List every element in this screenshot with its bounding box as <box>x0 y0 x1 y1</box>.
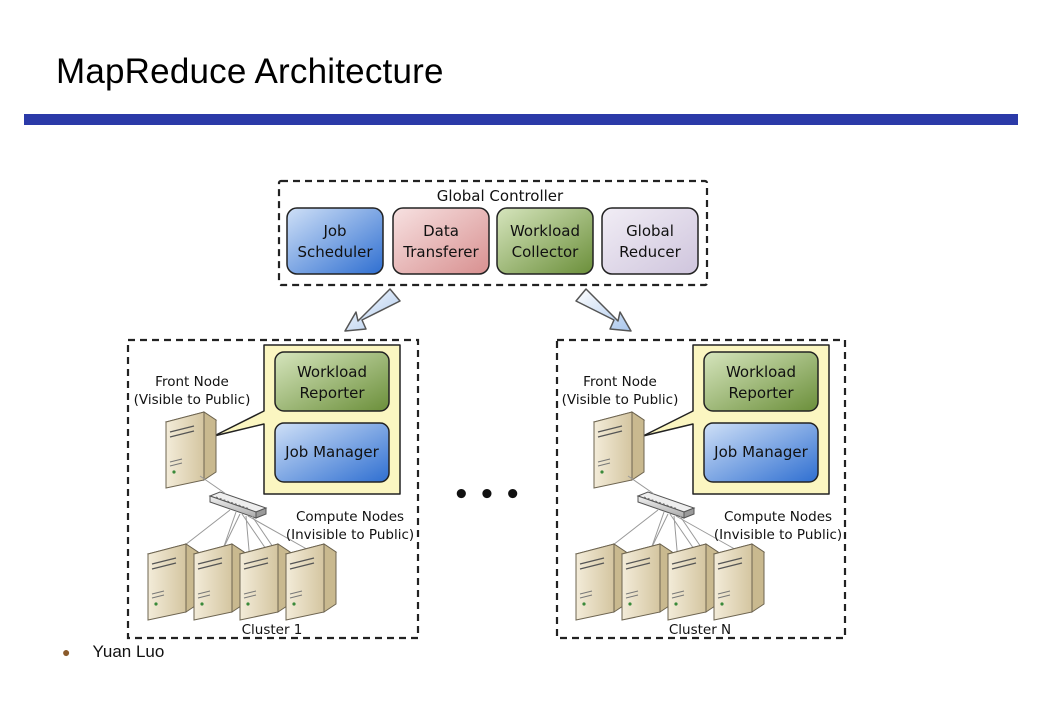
cluster-n-front-node-line2: (Visible to Public) <box>562 392 679 408</box>
cluster-1-front-server <box>165 411 217 489</box>
footer-author: Yuan Luo <box>92 642 165 661</box>
cluster-n-front-server <box>593 411 645 489</box>
cluster-1-compute-nodes-line1: Compute Nodes <box>296 509 404 525</box>
module-global-reducer: Global Reducer <box>601 207 699 275</box>
cluster-n-workload-reporter-line2: Reporter <box>728 384 794 402</box>
cluster-n-front-node-line1: Front Node <box>583 374 657 390</box>
cluster-1-job-manager: Job Manager <box>284 443 379 461</box>
cluster-n: Workload Reporter Job Manager Front Node… <box>555 338 847 640</box>
cluster-1-compute-server-3 <box>239 543 291 621</box>
cluster-1-label: Cluster 1 <box>242 622 303 638</box>
clusters-ellipsis: • • • <box>453 480 521 510</box>
cluster-n-box <box>555 338 847 640</box>
cluster-n-switch <box>637 491 695 519</box>
cluster-n-compute-nodes-line2: (Invisible to Public) <box>714 527 842 543</box>
module-job-scheduler-line1: Job <box>322 222 346 240</box>
module-data-transferer: Data Transferer <box>392 207 490 275</box>
module-data-transferer-line2: Transferer <box>402 243 479 261</box>
cluster-n-compute-server-3 <box>667 543 719 621</box>
cluster-1-workload-reporter-line1: Workload <box>297 363 367 381</box>
slide-title: MapReduce Architecture <box>56 52 444 91</box>
cluster-n-workload-reporter-line1: Workload <box>726 363 796 381</box>
cluster-n-compute-server-1 <box>575 543 627 621</box>
cluster-n-compute-server-2 <box>621 543 673 621</box>
cluster-1-compute-server-4 <box>285 543 337 621</box>
footer-bullet-icon: ● <box>62 644 71 660</box>
module-global-reducer-line1: Global <box>626 222 674 240</box>
cluster-1-compute-nodes-line2: (Invisible to Public) <box>286 527 414 543</box>
cluster-1-box <box>126 338 420 640</box>
module-data-transferer-line1: Data <box>423 222 459 240</box>
title-rule <box>24 114 1018 125</box>
module-job-scheduler: Job Scheduler <box>286 207 384 275</box>
module-job-scheduler-line2: Scheduler <box>297 243 373 261</box>
footer: ● Yuan Luo <box>62 642 164 662</box>
cluster-1-switch <box>209 491 267 519</box>
cluster-n-job-manager: Job Manager <box>713 443 808 461</box>
module-global-reducer-line2: Reducer <box>619 243 681 261</box>
cluster-1: Workload Reporter Job Manager Front Node… <box>126 338 420 640</box>
module-workload-collector-line1: Workload <box>510 222 580 240</box>
arrow-to-cluster-n <box>575 288 632 332</box>
cluster-1-workload-reporter-line2: Reporter <box>299 384 365 402</box>
global-controller-label: Global Controller <box>437 187 564 205</box>
cluster-1-compute-server-2 <box>193 543 245 621</box>
module-workload-collector-line2: Collector <box>512 243 580 261</box>
cluster-1-front-node-line2: (Visible to Public) <box>134 392 251 408</box>
cluster-n-compute-nodes-line1: Compute Nodes <box>724 509 832 525</box>
cluster-n-label: Cluster N <box>669 622 731 638</box>
cluster-n-compute-server-4 <box>713 543 765 621</box>
module-workload-collector: Workload Collector <box>496 207 594 275</box>
arrow-to-cluster-1 <box>344 288 401 332</box>
cluster-1-front-node-line1: Front Node <box>155 374 229 390</box>
cluster-1-compute-server-1 <box>147 543 199 621</box>
